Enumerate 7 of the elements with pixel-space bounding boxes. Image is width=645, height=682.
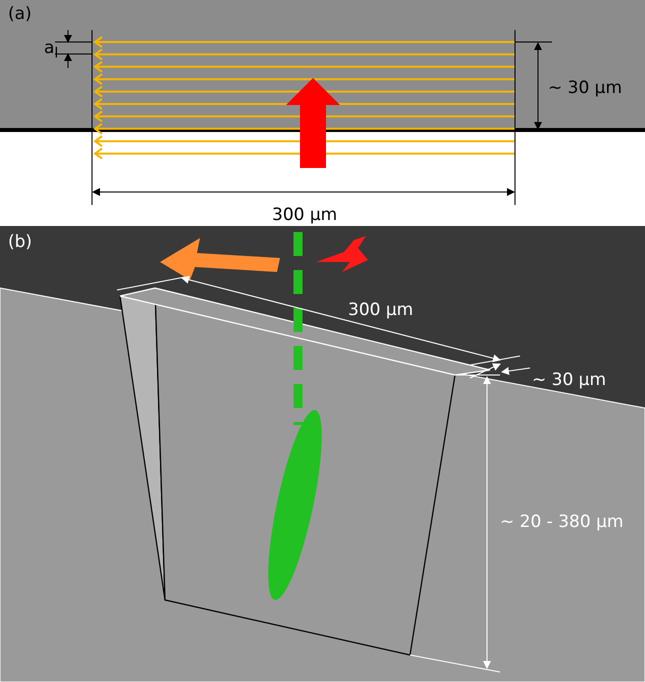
panel-label: (b) (8, 234, 32, 251)
dimension-label: 300 µm (348, 302, 414, 319)
dimension-label: 300 µm (272, 207, 338, 224)
panel-label: (a) (8, 6, 32, 23)
dimension-label: ~ 30 µm (532, 372, 606, 389)
dimension-label: ~ 20 - 380 µm (500, 514, 624, 531)
dimension-label: ~ 30 µm (548, 80, 622, 97)
